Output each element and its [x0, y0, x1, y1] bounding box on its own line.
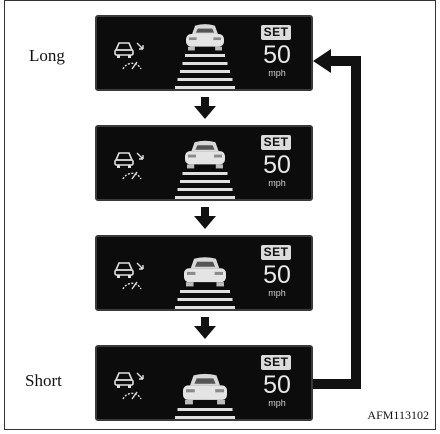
- speed-unit: mph: [268, 178, 286, 188]
- down-arrow-icon: [194, 97, 216, 119]
- down-arrow-icon: [194, 207, 216, 229]
- return-arrow-icon: [313, 49, 361, 389]
- display-panel: SET 50 mph: [95, 15, 313, 91]
- set-badge: SET: [261, 355, 291, 370]
- down-arrow-icon: [194, 317, 216, 339]
- set-speed: 50: [263, 371, 291, 399]
- figure-code: AFM113102: [367, 408, 429, 422]
- vehicle-ahead-icon: [175, 140, 235, 199]
- display-panel: SET 50 mph: [95, 345, 313, 421]
- set-speed: 50: [263, 151, 291, 179]
- speed-unit: mph: [268, 68, 286, 78]
- set-badge: SET: [261, 25, 291, 40]
- vehicle-ahead-icon: [175, 24, 235, 89]
- display-panel: SET 50 mph: [95, 125, 313, 201]
- speed-unit: mph: [268, 288, 286, 298]
- figure-frame: Long Short SET 50 mph: [4, 0, 436, 430]
- set-speed: 50: [263, 261, 291, 289]
- adaptive-cruise-distance-icon: [114, 372, 144, 400]
- speed-unit: mph: [268, 398, 286, 408]
- label-short: Short: [25, 371, 62, 390]
- set-badge: SET: [261, 135, 291, 150]
- adaptive-cruise-distance-icon: [114, 262, 144, 290]
- vehicle-ahead-icon: [175, 257, 235, 309]
- set-speed: 50: [263, 41, 291, 69]
- label-long: Long: [29, 46, 65, 65]
- display-panel: SET 50 mph: [95, 235, 313, 311]
- adaptive-cruise-distance-icon: [114, 42, 144, 70]
- vehicle-ahead-icon: [175, 373, 235, 419]
- set-badge: SET: [261, 245, 291, 260]
- adaptive-cruise-distance-icon: [114, 152, 144, 180]
